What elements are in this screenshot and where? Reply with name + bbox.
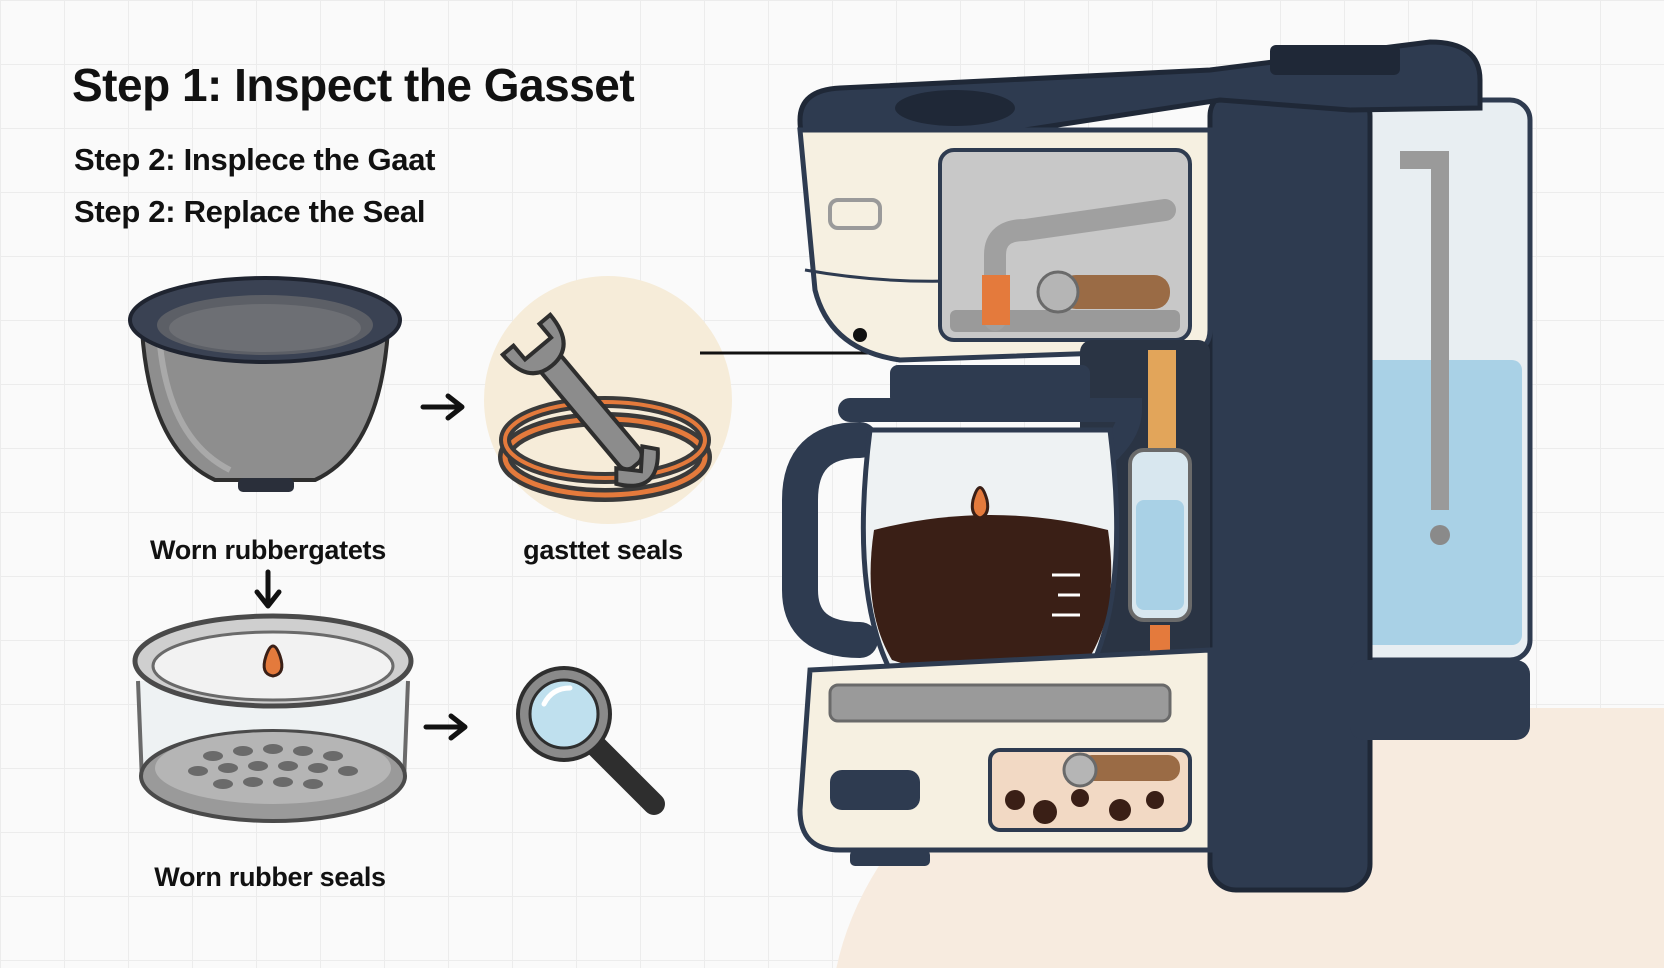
seal-ring-icon [132, 613, 414, 823]
seal-ring-label: Worn rubber seals [154, 862, 386, 892]
arrow-down-icon [254, 569, 282, 609]
arrow-right-icon [420, 393, 465, 421]
filter-basket-label: Worn rubbergatets [150, 535, 386, 565]
arrow-right-icon-2 [423, 713, 468, 741]
magnifier-icon [516, 666, 665, 815]
page-title: Step 1: Inspect the Gasset [72, 59, 635, 111]
filter-basket-icon [128, 276, 402, 492]
wrench-icon [484, 276, 732, 524]
step-subtitle-2: Step 2: Replace the Seal [74, 194, 426, 229]
step-subtitle-1: Step 2: Insplece the Gaat [74, 142, 436, 177]
coffee-maker-illustration [782, 39, 1533, 893]
gasket-seals-label: gasttet seals [523, 535, 683, 565]
